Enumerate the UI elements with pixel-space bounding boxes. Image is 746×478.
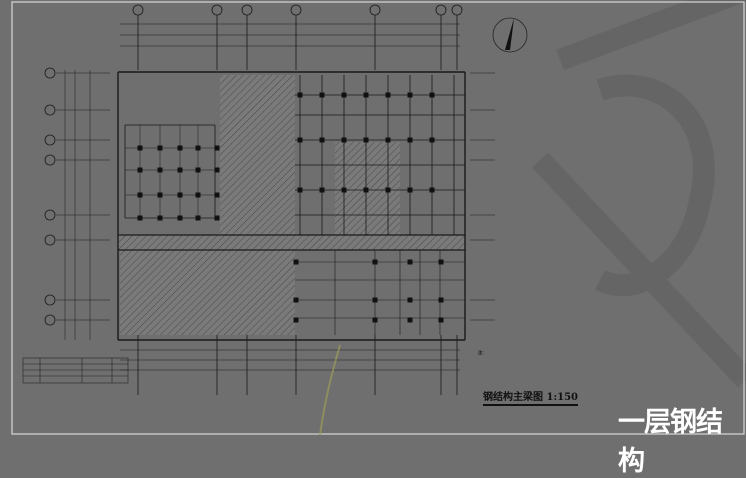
column-mark bbox=[372, 259, 378, 265]
column-mark bbox=[341, 187, 347, 193]
axis-bubble bbox=[44, 134, 56, 146]
hatched-slab-areas bbox=[118, 75, 465, 335]
structural-plan-drawing bbox=[11, 0, 746, 435]
axis-bubble bbox=[241, 4, 253, 16]
column-mark bbox=[319, 92, 325, 98]
notes-label: 注： bbox=[478, 350, 486, 355]
axis-bubble bbox=[44, 154, 56, 166]
column-mark bbox=[137, 192, 143, 198]
column-mark bbox=[137, 145, 143, 151]
watermark-text: 一层钢结构 bbox=[618, 407, 723, 477]
column-mark bbox=[363, 187, 369, 193]
column-mark bbox=[429, 137, 435, 143]
column-mark bbox=[385, 137, 391, 143]
column-mark bbox=[372, 317, 378, 323]
column-mark bbox=[157, 167, 163, 173]
drawing-border bbox=[11, 1, 745, 435]
axis-bubble bbox=[132, 4, 144, 16]
column-mark bbox=[214, 145, 220, 151]
column-mark bbox=[363, 137, 369, 143]
column-mark bbox=[293, 317, 299, 323]
column-mark bbox=[297, 92, 303, 98]
column-mark bbox=[429, 92, 435, 98]
watermark-logo bbox=[531, 0, 746, 388]
column-mark bbox=[214, 192, 220, 198]
axis-bubble bbox=[44, 234, 56, 246]
column-mark bbox=[297, 137, 303, 143]
axis-bubble bbox=[211, 4, 223, 16]
column-mark bbox=[407, 317, 413, 323]
column-mark bbox=[177, 167, 183, 173]
drawing-notes: 注： bbox=[478, 350, 486, 356]
column-mark bbox=[407, 259, 413, 265]
axis-bubble bbox=[369, 4, 381, 16]
axis-bubble bbox=[44, 314, 56, 326]
axis-bubble bbox=[44, 294, 56, 306]
column-mark bbox=[177, 215, 183, 221]
column-mark bbox=[438, 259, 444, 265]
column-mark bbox=[157, 192, 163, 198]
column-mark bbox=[372, 297, 378, 303]
column-mark bbox=[195, 145, 201, 151]
column-marks bbox=[137, 92, 444, 323]
column-mark bbox=[319, 137, 325, 143]
column-mark bbox=[293, 259, 299, 265]
column-mark bbox=[407, 137, 413, 143]
column-mark bbox=[438, 297, 444, 303]
column-mark bbox=[157, 215, 163, 221]
section-table bbox=[22, 357, 129, 384]
column-mark bbox=[177, 192, 183, 198]
axis-bubble bbox=[44, 104, 56, 116]
column-mark bbox=[407, 297, 413, 303]
column-mark bbox=[177, 145, 183, 151]
column-mark bbox=[195, 192, 201, 198]
column-mark bbox=[438, 317, 444, 323]
column-mark bbox=[293, 297, 299, 303]
axis-bubble bbox=[44, 67, 56, 79]
column-mark bbox=[341, 137, 347, 143]
column-mark bbox=[341, 92, 347, 98]
column-mark bbox=[385, 92, 391, 98]
column-mark bbox=[429, 187, 435, 193]
axis-bubble bbox=[44, 209, 56, 221]
column-mark bbox=[363, 92, 369, 98]
column-mark bbox=[214, 215, 220, 221]
column-mark bbox=[297, 187, 303, 193]
axis-bubble bbox=[451, 4, 463, 16]
column-mark bbox=[137, 167, 143, 173]
dandelion-decoration bbox=[319, 344, 341, 435]
column-mark bbox=[214, 167, 220, 173]
column-mark bbox=[195, 215, 201, 221]
drawing-title: 钢结构主梁图 1:150 bbox=[483, 388, 579, 406]
column-mark bbox=[137, 215, 143, 221]
column-mark bbox=[195, 167, 201, 173]
column-mark bbox=[319, 187, 325, 193]
column-mark bbox=[157, 145, 163, 151]
column-mark bbox=[407, 187, 413, 193]
axis-bubble bbox=[290, 4, 302, 16]
north-arrow-icon bbox=[492, 17, 528, 53]
column-mark bbox=[385, 187, 391, 193]
axis-bubble bbox=[435, 4, 447, 16]
column-mark bbox=[407, 92, 413, 98]
